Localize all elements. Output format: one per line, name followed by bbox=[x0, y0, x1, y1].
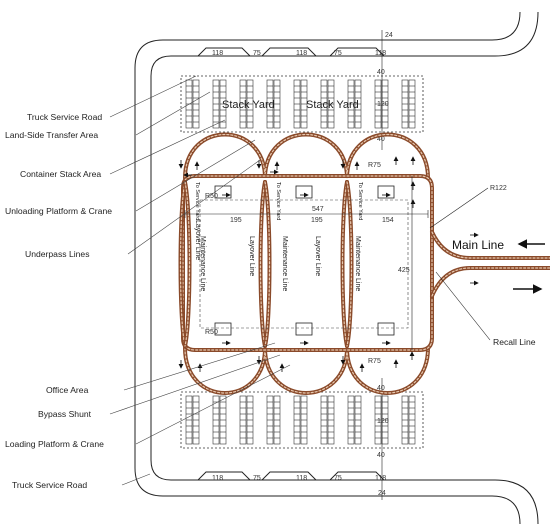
layover-line-label-3: Layover Line bbox=[314, 236, 321, 276]
top-segment-3: 118 bbox=[296, 50, 307, 57]
top-segment-5: 118 bbox=[375, 50, 386, 57]
top-segment-4: 75 bbox=[334, 50, 342, 57]
bottom-segment-5: 118 bbox=[375, 475, 386, 482]
road-width-label-top: 24 bbox=[385, 32, 393, 39]
bottom-segment-3: 118 bbox=[296, 475, 307, 482]
underpass-line-2b-sleepers bbox=[264, 181, 271, 347]
maintenance-line-label-1: Maintenance Line bbox=[199, 236, 206, 291]
main-line-label: Main Line bbox=[452, 238, 504, 252]
main-line-track-b bbox=[430, 266, 550, 298]
radius-top-label: R75 bbox=[368, 162, 381, 169]
callout-land-side-transfer: Land-Side Transfer Area bbox=[5, 130, 98, 140]
underpass-line-3b-sleepers bbox=[346, 181, 353, 347]
span-1-label: 195 bbox=[230, 217, 242, 224]
bottom-loop-track bbox=[183, 346, 430, 395]
span-3-label: 154 bbox=[382, 217, 394, 224]
vertical-labels: Layover Line Maintenance Line Layover Li… bbox=[194, 182, 363, 291]
top-loop-track-sleepers bbox=[184, 133, 429, 179]
gap-top-a: 40 bbox=[377, 69, 385, 76]
loop-dimension-lines bbox=[184, 176, 429, 350]
callout-truck-service-road-top: Truck Service Road bbox=[27, 112, 102, 122]
stack-yard-label-2: Stack Yard bbox=[306, 99, 359, 111]
callout-office-area: Office Area bbox=[46, 385, 89, 395]
radius-bottom-label: R75 bbox=[368, 358, 381, 365]
recall-line-label: Recall Line bbox=[493, 337, 536, 347]
bottom-segment-dims: 118 75 118 75 118 bbox=[212, 475, 386, 482]
callouts bbox=[109, 75, 291, 486]
maintenance-line-label-3: Maintenance Line bbox=[354, 236, 361, 291]
rail-tracks bbox=[178, 132, 550, 395]
radius-inner-bottom-label: R50 bbox=[205, 329, 218, 336]
span-2-label: 195 bbox=[311, 217, 323, 224]
layover-line-label-2: Layover Line bbox=[248, 236, 255, 276]
gap-bottom-b: 40 bbox=[377, 452, 385, 459]
loop-length-label: 547 bbox=[312, 206, 324, 213]
operations-zone bbox=[199, 199, 409, 329]
underpass-line-1a-sleepers bbox=[179, 181, 186, 347]
recall-line-leader bbox=[435, 271, 491, 341]
office-area bbox=[214, 185, 395, 336]
service-yard-label-3: To Service Yard bbox=[357, 182, 363, 220]
container-stacks-bottom bbox=[185, 395, 416, 445]
radius-inner-top-label: R50 bbox=[205, 193, 218, 200]
bottom-segment-1: 118 bbox=[212, 475, 223, 482]
maintenance-line-label-2: Maintenance Line bbox=[281, 236, 288, 291]
yard-depth-bottom: 120 bbox=[377, 418, 389, 425]
service-yard-label-2: To Service Yard bbox=[275, 182, 281, 220]
stack-yard-label-1: Stack Yard bbox=[222, 99, 275, 111]
bottom-segment-2: 75 bbox=[253, 475, 261, 482]
callout-underpass-lines: Underpass Lines bbox=[25, 249, 90, 259]
layover-line-label-1: Layover Line bbox=[194, 220, 201, 260]
main-line-arrows bbox=[513, 239, 545, 294]
main-line-track-a-sleepers bbox=[431, 231, 550, 259]
gap-bottom-a: 40 bbox=[377, 385, 385, 392]
underpass-line-3a-sleepers bbox=[341, 181, 348, 347]
top-segment-2: 75 bbox=[253, 50, 261, 57]
radius-recall-leader bbox=[429, 187, 489, 229]
land-side-transfer-bumps-top bbox=[180, 47, 410, 57]
main-line-track-b-sleepers bbox=[431, 267, 550, 297]
service-yard-label-1: To Service Yard bbox=[194, 182, 200, 220]
underpass-line-1b-sleepers bbox=[184, 181, 191, 347]
top-loop-track bbox=[183, 132, 430, 180]
top-segment-1: 118 bbox=[212, 50, 223, 57]
callout-bypass-shunt: Bypass Shunt bbox=[38, 409, 92, 419]
road-width-label-bottom: 24 bbox=[378, 490, 386, 497]
callout-unloading-platform: Unloading Platform & Crane bbox=[5, 206, 112, 216]
gap-top-b: 40 bbox=[377, 136, 385, 143]
bottom-segment-4: 75 bbox=[334, 475, 342, 482]
top-segment-dims: 118 75 118 75 118 bbox=[212, 50, 386, 57]
land-side-transfer-bumps-bottom bbox=[180, 471, 410, 481]
truck-service-road bbox=[134, 11, 539, 525]
callout-loading-platform: Loading Platform & Crane bbox=[5, 439, 104, 449]
yard-depth-top: 120 bbox=[377, 101, 389, 108]
direction-arrows bbox=[178, 156, 479, 372]
stack-yard-top bbox=[180, 75, 424, 133]
radius-recall-label: R122 bbox=[490, 185, 507, 192]
callout-truck-service-road-bottom: Truck Service Road bbox=[12, 480, 87, 490]
underpass-line-2a-sleepers bbox=[259, 181, 266, 347]
callout-container-stack-area: Container Stack Area bbox=[20, 169, 101, 179]
bottom-loop-track-sleepers bbox=[184, 347, 429, 394]
loop-height-label: 425 bbox=[398, 267, 410, 274]
